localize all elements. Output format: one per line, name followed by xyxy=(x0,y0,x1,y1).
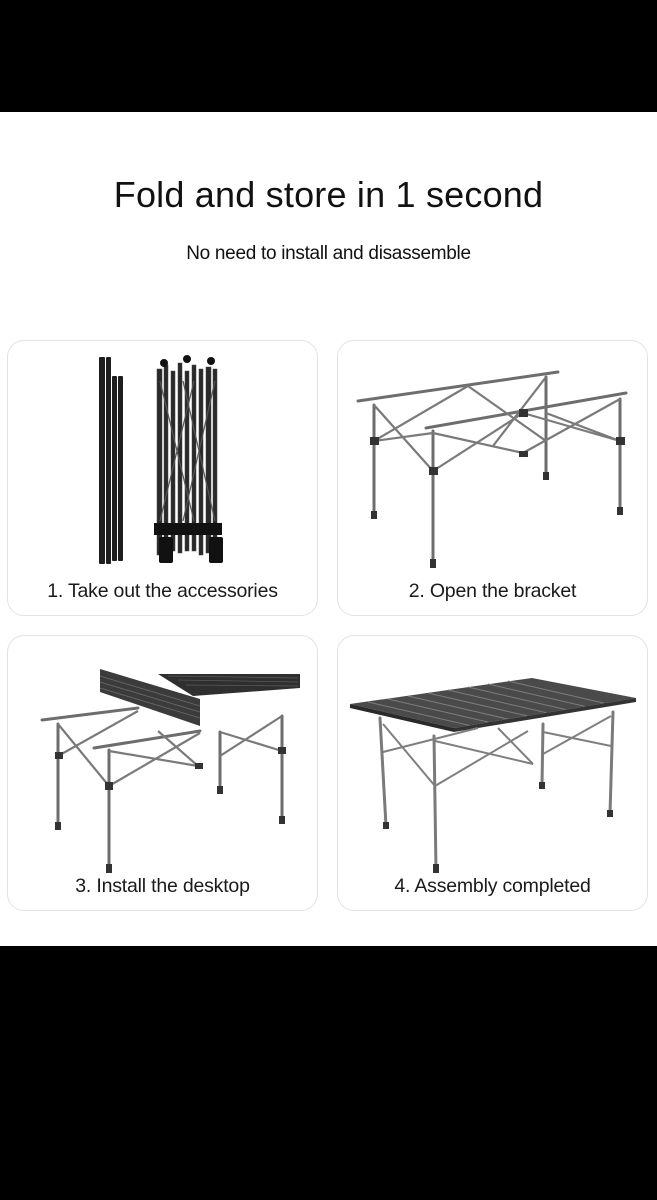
step-card-3: 3. Install the desktop xyxy=(7,635,318,911)
install-desktop-image xyxy=(40,669,300,873)
product-info-panel: Fold and store in 1 second No need to in… xyxy=(0,112,657,946)
assembled-table-image xyxy=(350,678,636,873)
page-title: Fold and store in 1 second xyxy=(113,174,544,215)
step-card-1: 1. Take out the accessories xyxy=(7,340,318,616)
step-caption: 4. Assembly completed xyxy=(394,875,591,897)
step-card-4: 4. Assembly completed xyxy=(337,635,648,911)
step-caption: 3. Install the desktop xyxy=(75,875,250,897)
step-card-2: 2. Open the bracket xyxy=(337,340,648,616)
step-caption: 2. Open the bracket xyxy=(408,580,577,602)
folded-frame-image xyxy=(99,355,223,564)
page-subtitle: No need to install and disassemble xyxy=(186,243,471,264)
open-bracket-image xyxy=(356,370,628,568)
step-caption: 1. Take out the accessories xyxy=(47,580,278,602)
